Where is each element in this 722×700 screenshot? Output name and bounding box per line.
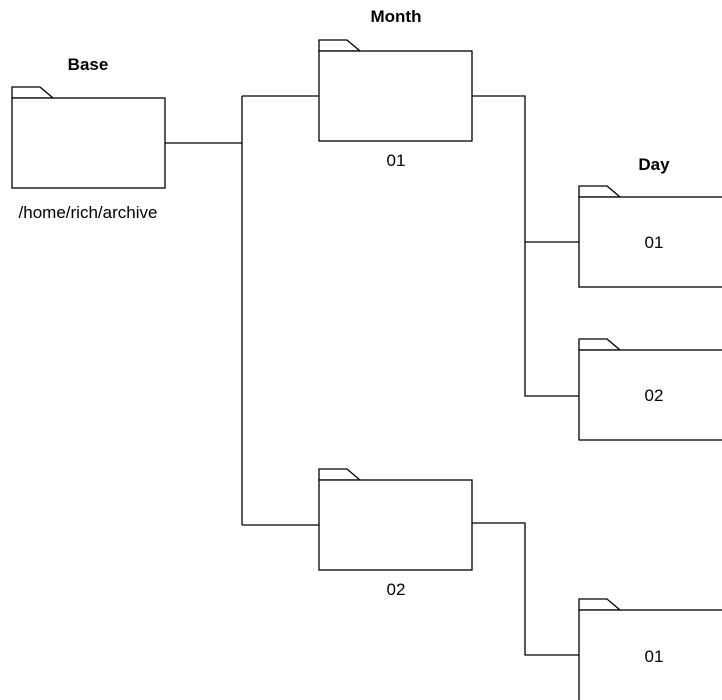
folder-icon [318,468,362,481]
month-folder-label: 02 [387,580,406,599]
heading-day: Day [638,155,670,174]
folder-body [11,97,166,189]
base-folder[interactable]: /home/rich/archive [11,86,166,222]
folder-body [578,349,722,441]
day-folder-label: 01 [645,233,664,252]
folder-body [318,479,473,571]
folder-body [318,50,473,142]
tree-connectors [165,95,579,656]
month-folder-01[interactable]: 01 [318,39,473,170]
folder-icon [11,86,55,99]
day-folder-01-of-month-02[interactable]: 01 [578,598,722,700]
heading-month: Month [371,7,422,26]
day-folder-label: 02 [645,386,664,405]
day-folder-label: 01 [645,647,664,666]
month-folder-label: 01 [387,151,406,170]
folder-icon [318,39,362,52]
folder-icon [578,185,622,198]
folder-body [578,196,722,288]
month-folder-02[interactable]: 02 [318,468,473,599]
connector-month01-trunk [472,95,579,397]
folder-body [578,609,722,700]
day-folder-02-of-month-01[interactable]: 02 [578,338,722,441]
folder-icon [578,598,622,611]
heading-base: Base [68,55,109,74]
folder-icon [578,338,622,351]
base-folder-label: /home/rich/archive [19,203,158,222]
day-folder-01-of-month-01[interactable]: 01 [578,185,722,288]
connector-month02-day01 [472,522,579,656]
